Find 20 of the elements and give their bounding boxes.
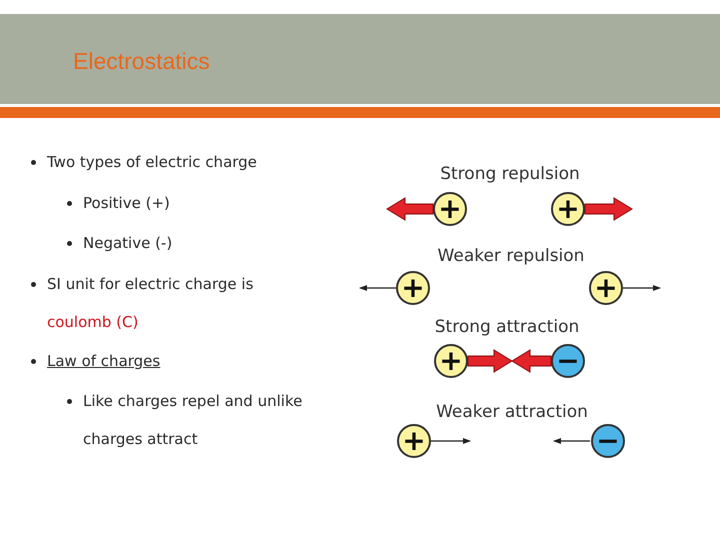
interaction-heading: Strong attraction: [434, 317, 580, 337]
bullet-text: Negative (-): [83, 233, 174, 254]
charge-circle: +: [433, 192, 467, 226]
charge-circle: −: [551, 344, 585, 378]
interaction-heading: Weaker repulsion: [438, 246, 584, 266]
interaction-heading: Strong repulsion: [440, 164, 580, 184]
bullet-text: SI unit for electric charge is: [47, 274, 254, 295]
charge-circle: −: [591, 424, 625, 458]
charge-circle: +: [551, 192, 585, 226]
charge-circle: +: [397, 424, 431, 458]
slide-title: Electrostatics: [73, 48, 210, 75]
interaction-heading: Weaker attraction: [436, 402, 588, 422]
charge-circle: +: [396, 271, 430, 305]
charge-circle: +: [434, 344, 468, 378]
charge-circle: +: [589, 271, 623, 305]
bullet-text: Two types of electric charge: [47, 152, 258, 173]
bullet-text: Law of charges: [47, 351, 162, 372]
bullet-text: Like charges repel and unlike charges attract: [83, 391, 304, 450]
bullet-text: Positive (+): [83, 193, 171, 214]
highlighted-term: coulomb (C): [47, 312, 138, 333]
